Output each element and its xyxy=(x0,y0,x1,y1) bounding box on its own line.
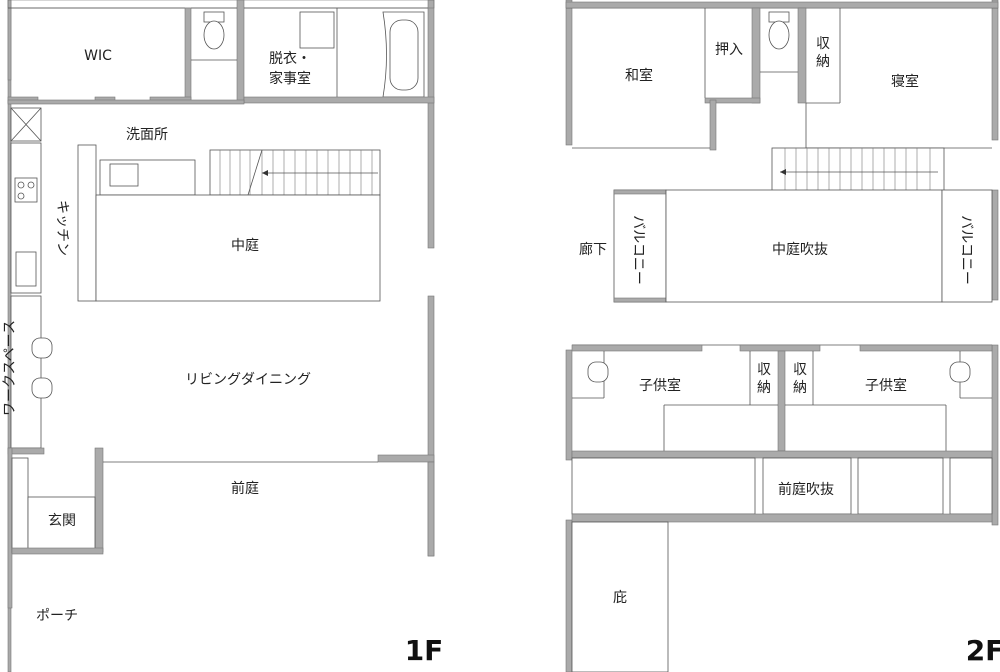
room-label-child-room-left: 子供室 xyxy=(639,377,681,394)
wall xyxy=(7,99,245,105)
void-panel xyxy=(571,457,756,515)
wall xyxy=(94,447,104,553)
room-label-storage-top-2: 納 xyxy=(816,54,830,70)
void-panel xyxy=(857,457,944,515)
wall xyxy=(7,0,12,81)
wall xyxy=(243,96,435,104)
shoe-storage xyxy=(11,457,29,554)
sink-icon xyxy=(15,251,37,287)
work-counter xyxy=(10,295,42,449)
void-panel xyxy=(949,457,993,515)
wall xyxy=(565,519,573,672)
room-label-front-garden: 前庭 xyxy=(231,480,259,497)
room-label-courtyard-void: 中庭吹抜 xyxy=(772,241,828,258)
wall xyxy=(565,0,573,146)
chair-icon xyxy=(31,377,53,399)
wall xyxy=(571,513,993,523)
chair-icon xyxy=(587,361,609,383)
wall xyxy=(859,344,993,352)
entrance-step xyxy=(27,496,96,553)
wall xyxy=(184,7,192,104)
courtyard-area xyxy=(95,194,381,302)
floor-plan-1f: WIC 脱衣・ 家事室 洗面所 キッチン 中庭 ワークスペース リビングダイニン… xyxy=(2,0,443,672)
stairs xyxy=(771,147,945,193)
wall xyxy=(739,344,821,352)
room-label-oshiire: 押入 xyxy=(715,42,743,58)
wall xyxy=(11,547,104,555)
room-label-front-garden-void: 前庭吹抜 xyxy=(778,481,834,498)
room-label-workspace: ワークスペース xyxy=(2,320,18,416)
room-label-dressing-2: 家事室 xyxy=(269,70,311,87)
room-label-dressing-1: 脱衣・ xyxy=(269,51,311,67)
room-label-storage-top-1: 収 xyxy=(816,36,830,52)
room-label-balcony-left: バルコニー xyxy=(630,215,646,285)
balcony-right xyxy=(941,189,993,303)
wall xyxy=(991,344,999,526)
chair-icon xyxy=(949,361,971,383)
room-label-bedroom: 寝室 xyxy=(891,73,919,90)
room-label-porch: ポーチ xyxy=(36,608,78,624)
wall xyxy=(709,99,717,151)
wall xyxy=(797,7,807,104)
room-label-storage-left-2: 納 xyxy=(757,380,771,396)
wall xyxy=(565,349,573,461)
stairs xyxy=(209,149,381,196)
room-label-eaves: 庇 xyxy=(613,590,627,606)
wall xyxy=(613,189,667,195)
wall xyxy=(991,0,999,141)
room-label-entrance: 玄関 xyxy=(48,512,76,529)
wall xyxy=(7,447,45,455)
courtyard-void-area xyxy=(665,189,943,303)
wall xyxy=(777,350,786,452)
wall xyxy=(427,0,435,249)
wall xyxy=(571,450,993,459)
void-panel xyxy=(762,457,852,515)
wall xyxy=(613,297,667,303)
bathtub-icon xyxy=(382,11,425,98)
room-label-living-dining: リビングダイニング xyxy=(185,372,311,388)
toilet-icon xyxy=(768,11,790,50)
wall xyxy=(7,0,435,9)
floor-label-2f: 2F xyxy=(966,634,1000,667)
room-label-wic: WIC xyxy=(84,48,112,64)
room-label-kitchen: キッチン xyxy=(54,200,70,256)
wall xyxy=(571,344,703,352)
stove-icon xyxy=(14,177,38,203)
room-label-courtyard: 中庭 xyxy=(231,237,259,254)
room-label-balcony-right: バルコニー xyxy=(958,215,974,285)
wall xyxy=(565,1,999,9)
chair-icon xyxy=(31,337,53,359)
washing-machine-icon xyxy=(299,11,335,49)
wall xyxy=(751,7,761,104)
washbasin-icon xyxy=(109,163,139,187)
floor-plan-2f: 和室 押入 収 納 寝室 廊下 バルコニー 中庭吹抜 バルコニー 子供室 収 納… xyxy=(565,0,1000,672)
room-label-washroom: 洗面所 xyxy=(126,127,168,143)
toilet-icon xyxy=(203,11,225,50)
wall xyxy=(236,0,245,104)
room-label-hallway: 廊下 xyxy=(579,241,607,258)
wall xyxy=(7,447,13,609)
room-label-japanese-room: 和室 xyxy=(625,67,653,84)
floor-label-1f: 1F xyxy=(405,634,444,667)
eaves-area xyxy=(571,521,669,672)
room-label-storage-right-1: 収 xyxy=(793,362,807,378)
wall xyxy=(991,189,999,301)
room-label-storage-left-1: 収 xyxy=(757,362,771,378)
wall xyxy=(377,454,435,463)
wall xyxy=(427,461,435,557)
fridge-cross xyxy=(10,107,42,142)
wall xyxy=(704,97,761,104)
courtyard-bench xyxy=(77,144,97,302)
room-label-storage-right-2: 納 xyxy=(793,380,807,396)
room-label-child-room-right: 子供室 xyxy=(865,377,907,394)
